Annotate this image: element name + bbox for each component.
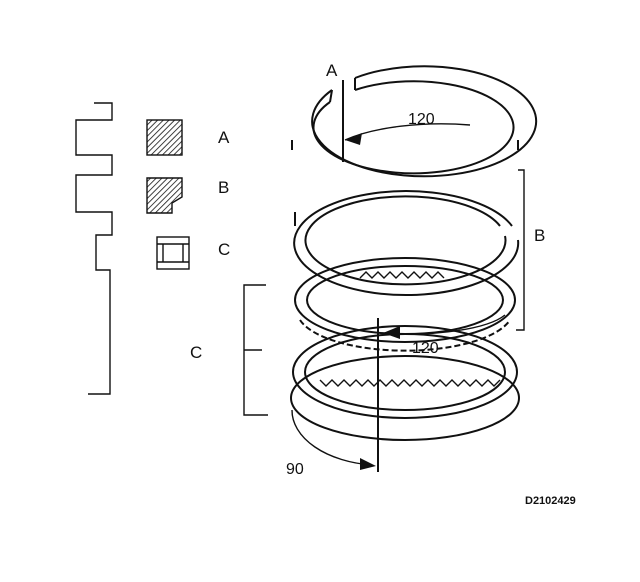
top-ring-a (291, 65, 538, 178)
angle-middle-label: 120 (412, 340, 439, 357)
figure-code: D2102429 (525, 495, 576, 507)
angle-top-label: 120 (408, 111, 435, 128)
second-ring-b (293, 190, 520, 297)
ring-b-bracket (516, 169, 525, 331)
section-a-label: A (218, 128, 230, 147)
angle-arrow-middle (383, 326, 400, 339)
ring-b-cross-section (146, 177, 183, 214)
ring-a-label: A (326, 61, 338, 80)
section-c-label: C (218, 240, 230, 259)
ring-c-cross-section (156, 236, 190, 270)
expander-zigzag-lower (319, 379, 501, 387)
ring-group-c-bracket (243, 284, 268, 416)
angle-arc-middle (384, 314, 506, 335)
angle-bottom-label: 90 (286, 461, 304, 478)
ring-group-c-label: C (190, 343, 202, 362)
ring-a-cross-section (146, 119, 183, 156)
section-b-label: B (218, 178, 229, 197)
piston-groove-profile (75, 102, 113, 395)
expander-zigzag-upper (359, 271, 445, 279)
angle-arrow-bottom (360, 458, 376, 470)
ring-b-label: B (534, 226, 545, 245)
angle-arrow-top (345, 133, 362, 145)
angle-arc-bottom (291, 409, 373, 466)
